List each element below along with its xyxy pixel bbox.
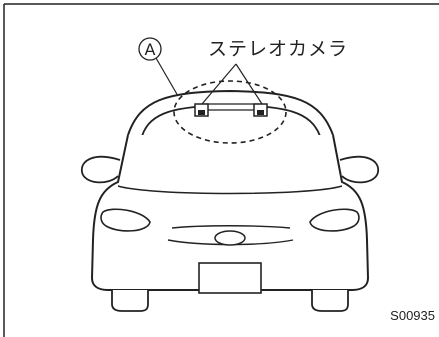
callout-leader-left <box>201 63 237 105</box>
right-wheel <box>311 290 349 312</box>
camera-highlight-ellipse <box>173 80 287 144</box>
figure-code: S00935 <box>390 308 435 323</box>
right-headlight <box>309 208 360 232</box>
right-mirror <box>339 155 379 184</box>
marker-leader-line <box>155 57 179 97</box>
marker-label: A <box>145 40 156 59</box>
hood-line <box>117 185 343 195</box>
left-headlight <box>100 208 151 232</box>
emblem <box>214 230 246 246</box>
left-wheel <box>111 290 149 312</box>
callout-label: ステレオカメラ <box>208 38 348 60</box>
right-camera-lens <box>257 110 264 115</box>
license-plate <box>198 262 262 294</box>
car-roof-outline <box>127 89 334 136</box>
grille-upper <box>171 225 291 229</box>
left-camera-lens <box>198 110 205 115</box>
marker-circle <box>138 37 162 61</box>
camera-bar <box>204 103 259 111</box>
left-mirror <box>81 155 121 184</box>
callout-leader-right <box>235 63 263 105</box>
